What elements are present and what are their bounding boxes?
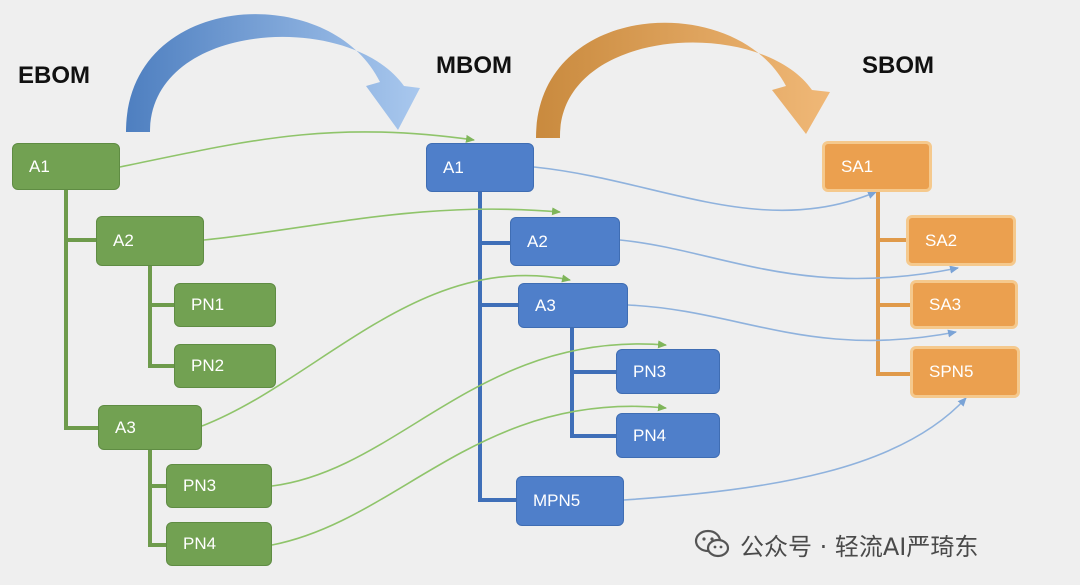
sbom-title: SBOM bbox=[862, 52, 934, 79]
sbom-node-sa3: SA3 bbox=[910, 280, 1018, 329]
mbom-node-pn3: PN3 bbox=[616, 349, 720, 394]
ebom-node-a2: A2 bbox=[96, 216, 204, 266]
sbom-node-spn5: SPN5 bbox=[910, 346, 1020, 398]
mbom-node-mpn5: MPN5 bbox=[516, 476, 624, 526]
ebom-node-pn2: PN2 bbox=[174, 344, 276, 388]
sbom-tree-lines bbox=[876, 192, 912, 376]
mbom-to-sbom-big-arrow bbox=[536, 22, 830, 138]
watermark-text: 公众号 · 轻流AI严琦东 bbox=[740, 532, 979, 561]
wechat-icon bbox=[694, 529, 730, 558]
ebom-tree-lines bbox=[64, 190, 176, 547]
mbom-title: MBOM bbox=[436, 52, 512, 79]
mbom-to-sbom-links bbox=[533, 166, 967, 501]
ebom-node-pn3: PN3 bbox=[166, 464, 272, 508]
mbom-node-pn4: PN4 bbox=[616, 413, 720, 458]
ebom-to-mbom-big-arrow bbox=[126, 14, 420, 132]
ebom-node-a1: A1 bbox=[12, 143, 120, 190]
mbom-tree-lines bbox=[478, 192, 618, 502]
mbom-node-a3: A3 bbox=[518, 283, 628, 328]
mbom-node-a1: A1 bbox=[426, 143, 534, 192]
ebom-node-a3: A3 bbox=[98, 405, 202, 450]
sbom-node-sa1: SA1 bbox=[822, 141, 932, 192]
ebom-node-pn4: PN4 bbox=[166, 522, 272, 566]
sbom-node-sa2: SA2 bbox=[906, 215, 1016, 266]
ebom-to-mbom-links bbox=[119, 131, 667, 546]
mbom-node-a2: A2 bbox=[510, 217, 620, 266]
ebom-node-pn1: PN1 bbox=[174, 283, 276, 327]
watermark: 公众号 · 轻流AI严琦东 bbox=[692, 524, 978, 564]
ebom-title: EBOM bbox=[18, 62, 90, 89]
